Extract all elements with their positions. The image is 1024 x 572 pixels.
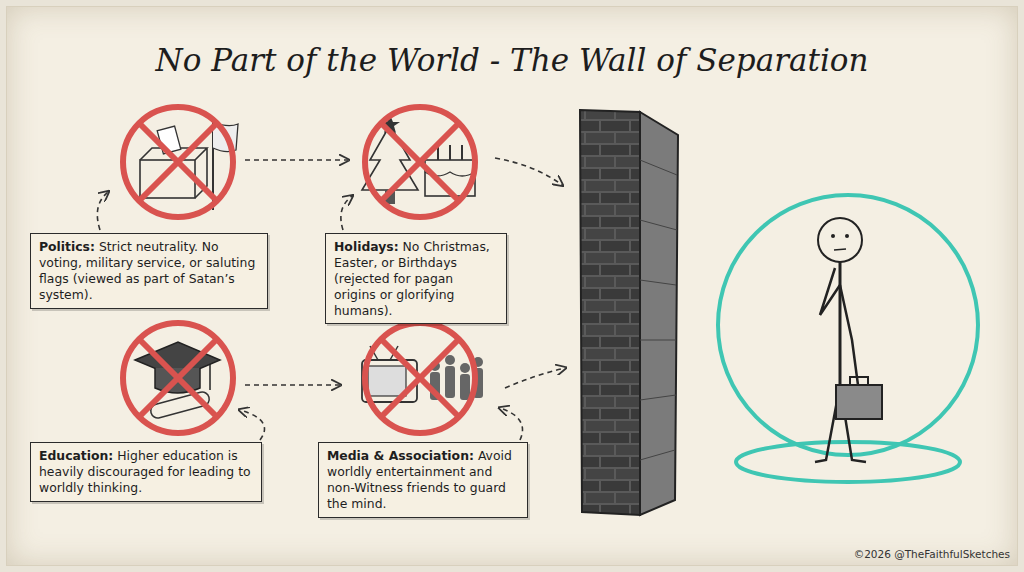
caption-heading: Media & Association: — [327, 448, 474, 463]
diagram-title: No Part of the World - The Wall of Separ… — [0, 42, 1024, 78]
caption-box: Politics: Strict neutrality. No voting, … — [30, 233, 268, 309]
brick-wall — [580, 110, 678, 515]
media-icon — [362, 323, 483, 433]
caption-box: Media & Association: Avoid worldly enter… — [318, 442, 528, 518]
copyright-label: ©2026 @TheFaithfulSketches — [854, 548, 1010, 560]
caption-box: Holidays: No Christmas, Easter, or Birth… — [325, 233, 507, 324]
isolated-figure — [718, 195, 978, 482]
holidays-icon — [362, 107, 475, 217]
caption-box: Education: Higher education is heavily d… — [30, 442, 262, 502]
caption-heading: Education: — [39, 448, 113, 463]
education-icon — [123, 323, 233, 433]
caption-heading: Politics: — [39, 239, 95, 254]
politics-icon — [123, 107, 238, 217]
caption-heading: Holidays: — [334, 239, 399, 254]
